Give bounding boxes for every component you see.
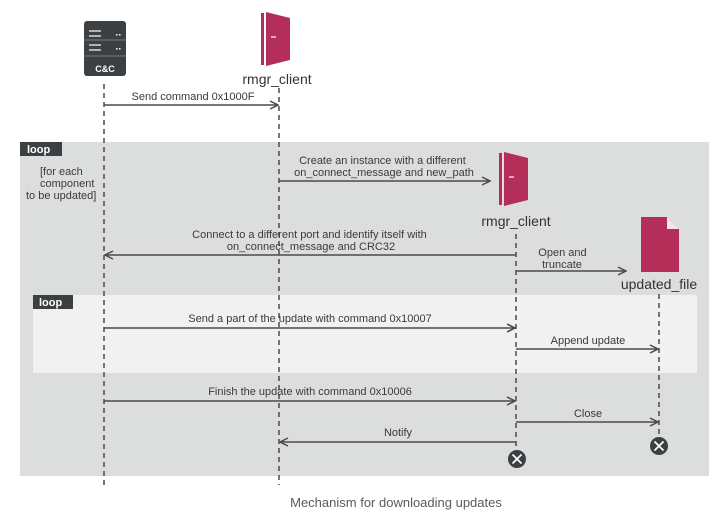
inner-loop-frame: loop — [33, 295, 697, 373]
door-icon — [261, 12, 290, 66]
inner-loop-tag-label: loop — [39, 297, 62, 309]
message-label: Notify — [384, 427, 413, 439]
file-icon — [641, 217, 679, 272]
door-icon — [499, 152, 528, 206]
message-label: Send a part of the update with command 0… — [188, 313, 431, 325]
terminate-icon — [508, 450, 526, 468]
message-label: Create an instance with a different on_c… — [294, 155, 474, 179]
client2-label: rmgr_client — [481, 213, 550, 229]
outer-loop-tag-label: loop — [27, 144, 50, 156]
outer-loop-tag — [20, 142, 62, 156]
message-label: Close — [574, 408, 602, 420]
message-label: Send command 0x1000F — [132, 91, 255, 103]
cc-label: C&C — [95, 64, 115, 74]
client1-label: rmgr_client — [242, 71, 311, 87]
inner-loop-tag — [33, 295, 73, 309]
message-label: Open and truncate — [538, 247, 589, 271]
message-label: Append update — [551, 335, 626, 347]
outer-loop-guard: [for each component to be updated] — [26, 166, 98, 202]
inner-loop-background — [33, 295, 697, 373]
message-label: Finish the update with command 0x10006 — [208, 386, 412, 398]
figure-caption: Mechanism for downloading updates — [290, 495, 502, 510]
lifelines — [103, 84, 660, 485]
terminate-icon — [650, 437, 668, 455]
file-label: updated_file — [621, 276, 698, 292]
message-label: Connect to a different port and identify… — [192, 229, 430, 253]
server-icon — [84, 21, 126, 76]
